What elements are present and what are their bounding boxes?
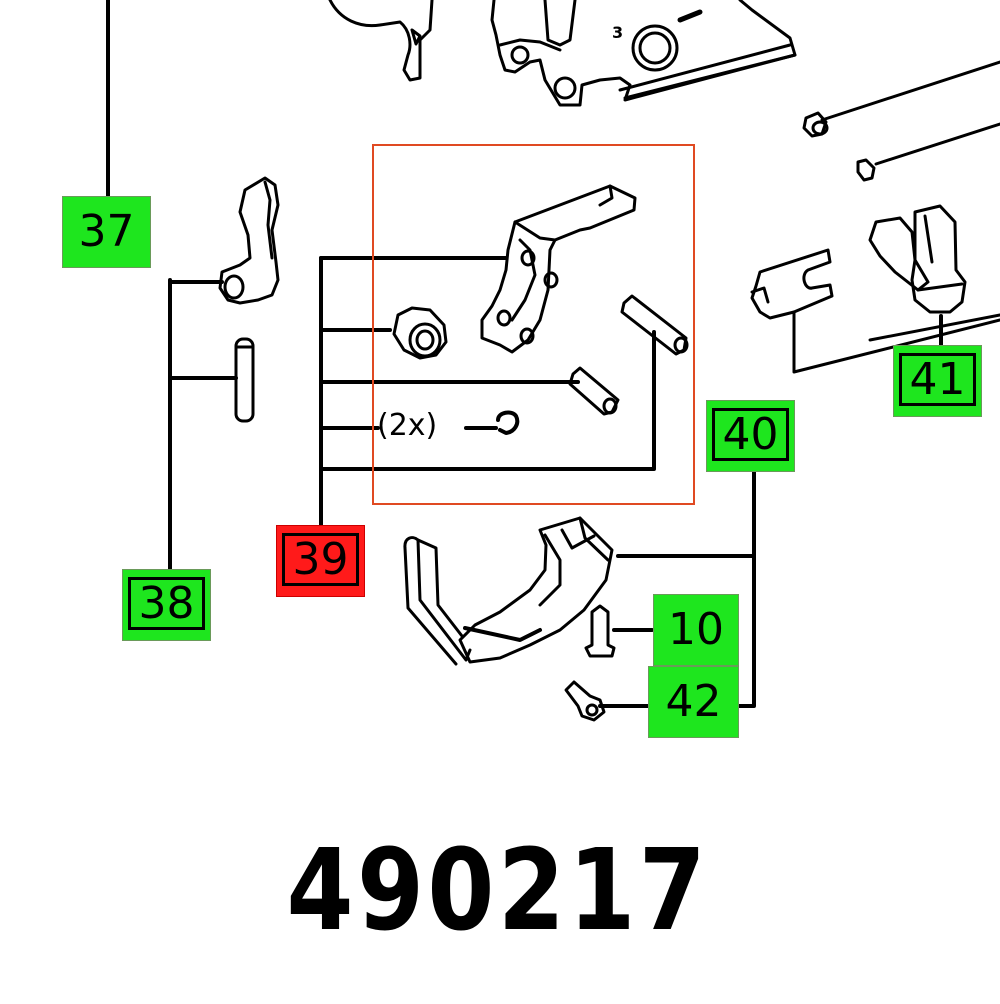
part-label-37-text: 37 <box>78 206 135 257</box>
part-label-41-text: 41 <box>909 353 966 405</box>
socket-cap-screw-icon <box>564 680 606 722</box>
guide-shoe-icon <box>403 516 614 666</box>
part-label-10-text: 10 <box>668 604 724 655</box>
shoulder-screw-icon <box>584 604 616 658</box>
hinge-bracket-icon <box>480 184 637 354</box>
cable-end-small-icon <box>856 122 1000 182</box>
quantity-note: (2x) <box>377 408 438 443</box>
part-label-41[interactable]: 41 <box>893 345 982 417</box>
part-label-40-frame: 40 <box>712 408 789 461</box>
svg-text:3: 3 <box>612 23 623 42</box>
short-pin-icon <box>568 366 620 416</box>
part-label-39-text: 39 <box>292 533 349 585</box>
background-line <box>868 313 1000 342</box>
part-label-37[interactable]: 37 <box>62 196 151 268</box>
part-label-38-frame: 38 <box>128 577 205 630</box>
leader-line-41a <box>792 310 1000 374</box>
part-label-42-text: 42 <box>665 676 722 727</box>
leader-line-40 <box>736 468 756 708</box>
long-pin-icon <box>620 294 689 356</box>
part-label-38-text: 38 <box>138 577 195 629</box>
bracket-assembly-top-icon: 3 <box>328 0 797 107</box>
switch-housing-icon <box>868 204 967 314</box>
bushing-roller-icon <box>392 306 448 360</box>
part-label-10[interactable]: 10 <box>653 594 739 666</box>
part-label-39-frame: 39 <box>282 533 359 586</box>
part-label-39[interactable]: 39 <box>276 525 365 597</box>
part-label-41-frame: 41 <box>899 353 976 406</box>
curved-lever-icon <box>218 176 280 305</box>
cable-end-large-icon <box>802 60 1000 138</box>
part-label-40[interactable]: 40 <box>706 400 795 472</box>
part-label-40-text: 40 <box>722 408 779 460</box>
forked-clip-icon <box>750 248 834 320</box>
retaining-clip-icon <box>496 410 520 435</box>
part-number: 490217 <box>286 826 710 956</box>
highlight-box-39 <box>372 144 695 505</box>
part-label-38[interactable]: 38 <box>122 569 211 641</box>
part-label-42[interactable]: 42 <box>648 666 739 738</box>
dowel-pin-icon <box>234 337 255 423</box>
